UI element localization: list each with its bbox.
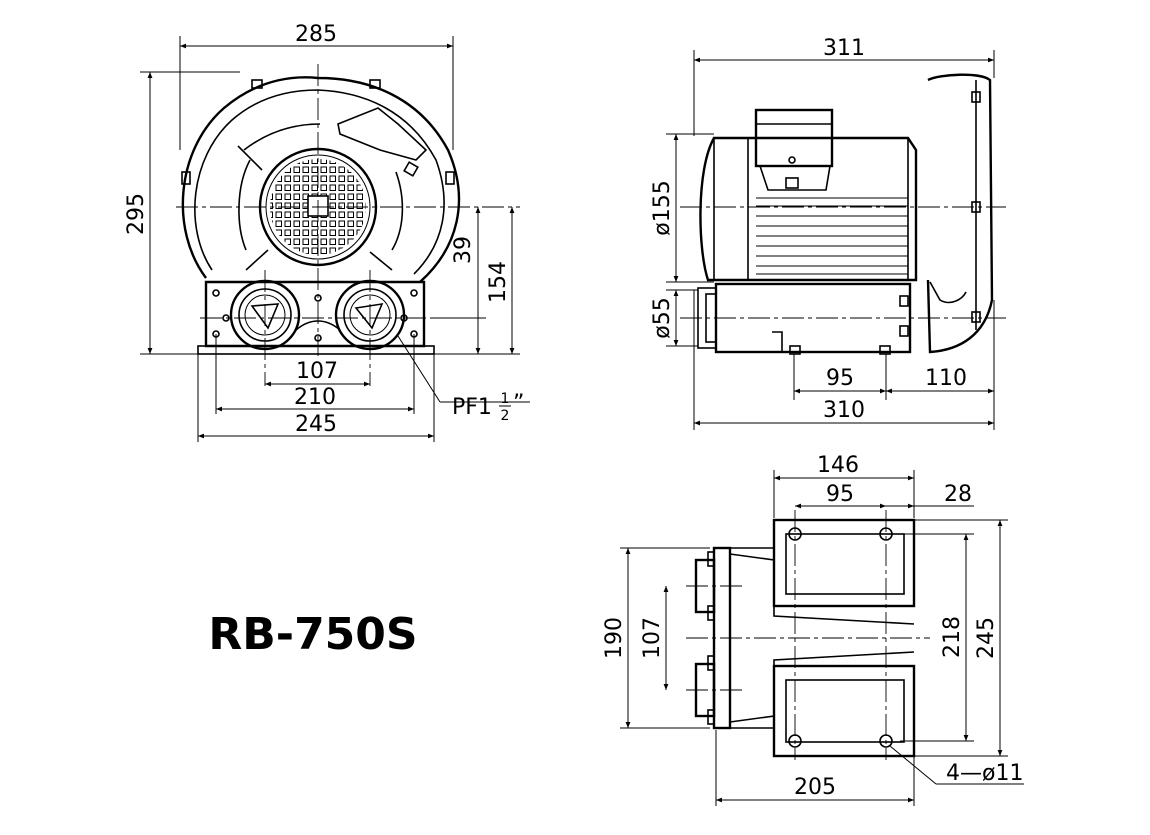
center-offset-label: 39	[451, 236, 476, 264]
base-width-label: 245	[295, 412, 337, 437]
end-offset-label: 110	[925, 366, 967, 391]
port-label: PF1	[452, 395, 492, 420]
port-fraction-num: 1	[501, 391, 510, 407]
model-title: RB-750S	[208, 609, 417, 660]
bottom-base-width-label: 245	[974, 617, 999, 659]
port-spacing-label: 107	[296, 359, 338, 384]
hole-callout-label: 4—ø11	[946, 761, 1023, 786]
port-quote: ”	[513, 391, 524, 416]
front-view: 285 295 39 154 107 210 245 PF1 1 2 ”	[124, 22, 530, 442]
side-view: 311 ø155 ø55 95 110 310	[650, 36, 1006, 430]
base-length-label: 310	[823, 398, 865, 423]
front-width-label: 285	[295, 22, 337, 47]
overall-length-label: 311	[823, 36, 865, 61]
port-fraction-den: 2	[501, 408, 510, 424]
hole-span-label: 218	[940, 616, 965, 658]
edge-offset-label: 28	[944, 482, 972, 507]
center-height-label: 154	[486, 261, 511, 303]
hole-pitch-label: 95	[826, 482, 854, 507]
motor-diameter-label: ø155	[650, 180, 675, 235]
port-diameter-label: ø55	[650, 297, 675, 338]
overall-width-label: 190	[602, 617, 627, 659]
bottom-port-spacing-label: 107	[640, 617, 665, 659]
hole-length-label: 146	[817, 453, 859, 478]
slot-length-label: 95	[826, 366, 854, 391]
hole-spacing-label: 210	[294, 385, 336, 410]
front-height-label: 295	[124, 193, 149, 235]
bottom-view: 146 95 28 190 107 218 245 205 4—ø11	[602, 453, 1024, 806]
bottom-base-length-label: 205	[794, 775, 836, 800]
